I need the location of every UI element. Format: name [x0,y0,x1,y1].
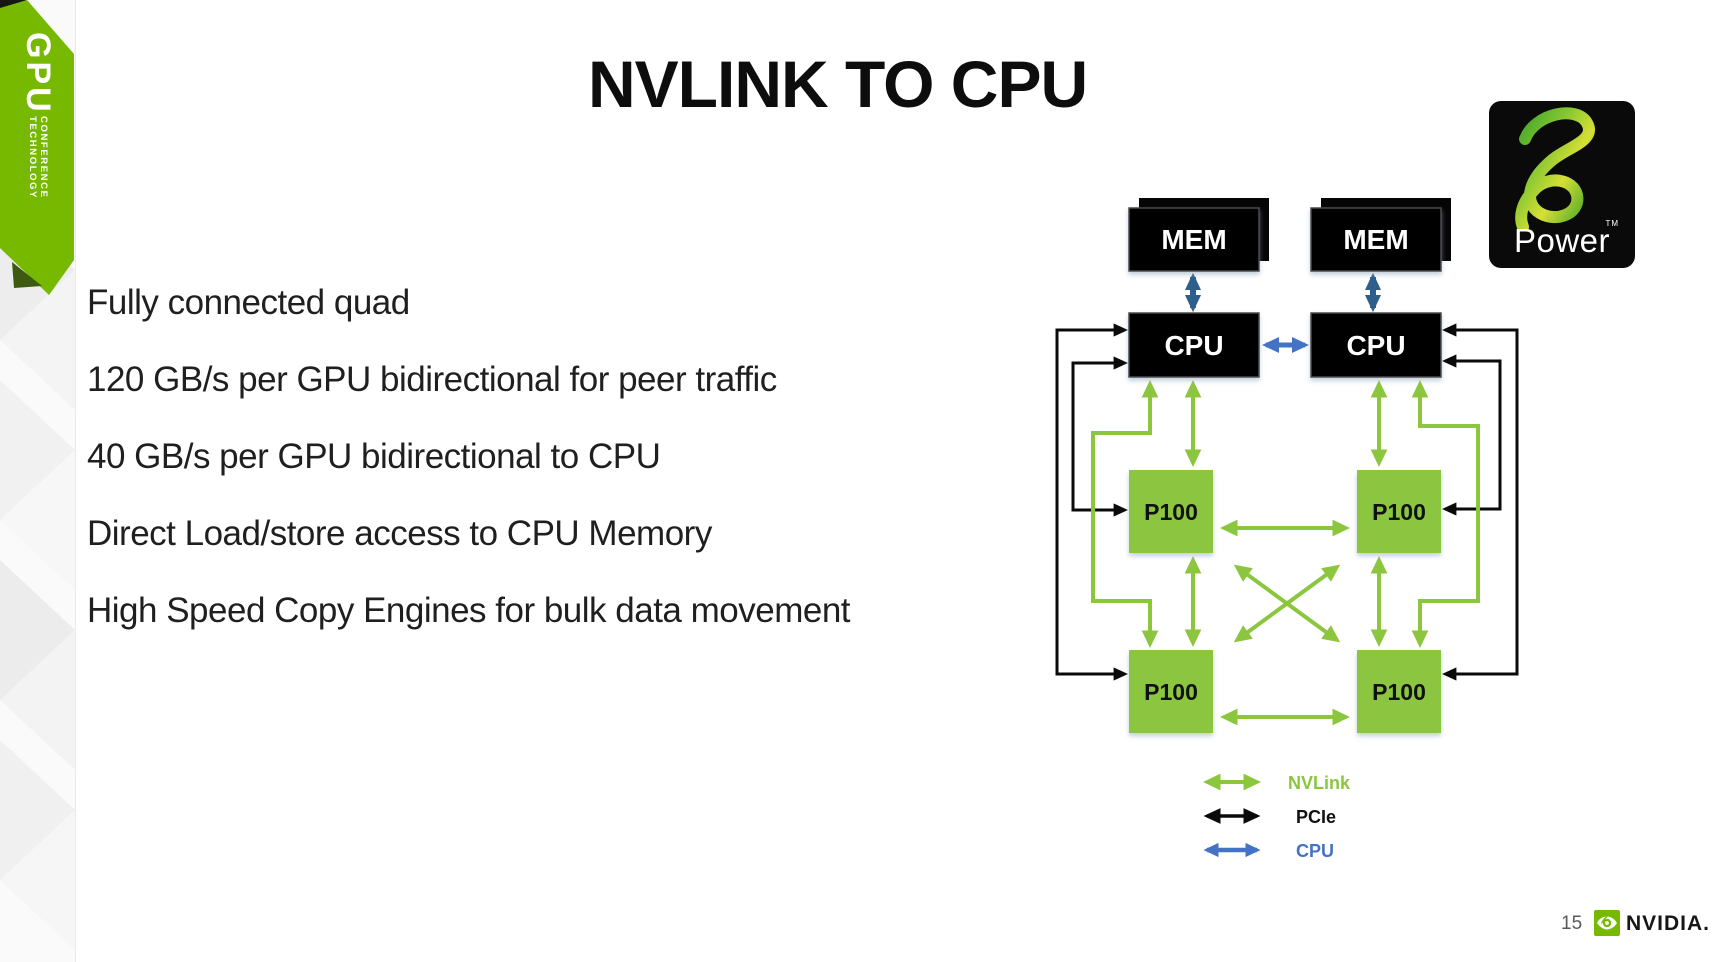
gpu-label: P100 [1144,499,1198,525]
mem-label: MEM [1161,224,1226,255]
page-number: 15 [1561,913,1583,934]
gpu-label: P100 [1144,679,1198,705]
legend: NVLink PCIe CPU [1203,773,1351,861]
bullet-line: Fully connected quad [87,283,410,322]
gtc-banner: GPU TECHNOLOGY CONFERENCE [0,0,74,295]
mem-box-left: MEM [1128,198,1269,272]
cpu-box-right: CPU [1310,312,1442,378]
power-ribbon-icon [1515,107,1595,233]
nvidia-eye-icon [1594,910,1620,936]
nvlink-gpu-gpu-diagonal-2 [1233,564,1341,643]
banner-fold-bottom [12,262,42,288]
banner-brand: GPU [19,32,57,115]
pcie-connector-left-inner [1071,356,1129,517]
page-title: NVLINK TO CPU [588,47,1088,121]
cpu-label: CPU [1164,330,1223,361]
pcie-connector-left-outer [1055,323,1129,681]
pcie-connector-right-outer [1441,323,1519,681]
nvlink-cpu-gpu-elbow-right [1411,380,1480,648]
bullet-line: Direct Load/store access to CPU Memory [87,514,712,553]
cpu-box-left: CPU [1128,312,1260,378]
banner-line1: TECHNOLOGY [27,116,38,199]
power-logo: TM Power [1489,101,1635,268]
nvlink-cpu-gpu-elbow-left [1091,380,1159,648]
gpu-box-bottom-right: P100 [1357,650,1441,733]
gpu-box-top-right: P100 [1357,470,1441,553]
gpu-box-bottom-left: P100 [1129,650,1213,733]
power-label: Power [1513,222,1611,259]
legend-nvlink-label: NVLink [1288,773,1351,793]
cpu-label: CPU [1346,330,1405,361]
banner-ribbon [0,0,74,295]
bullet-line: High Speed Copy Engines for bulk data mo… [87,591,851,630]
gpu-label: P100 [1372,679,1426,705]
bullet-line: 120 GB/s per GPU bidirectional for peer … [87,360,777,399]
power-tm: TM [1605,219,1619,228]
mem-label: MEM [1343,224,1408,255]
gpu-label: P100 [1372,499,1426,525]
strip-divider [75,0,76,962]
legend-pcie-label: PCIe [1296,807,1336,827]
bullet-line: 40 GB/s per GPU bidirectional to CPU [87,437,661,476]
legend-cpu-label: CPU [1296,841,1334,861]
bullet-list: Fully connected quad 120 GB/s per GPU bi… [87,283,851,670]
nvlink-architecture-diagram: MEM MEM CPU CPU P100 P100 P100 [1055,198,1519,861]
gpu-box-top-left: P100 [1129,470,1213,553]
banner-line2: CONFERENCE [38,116,49,199]
mem-box-right: MEM [1310,198,1451,272]
pcie-connector-right-inner [1441,354,1502,516]
nvidia-wordmark: NVIDIA. [1626,912,1711,935]
